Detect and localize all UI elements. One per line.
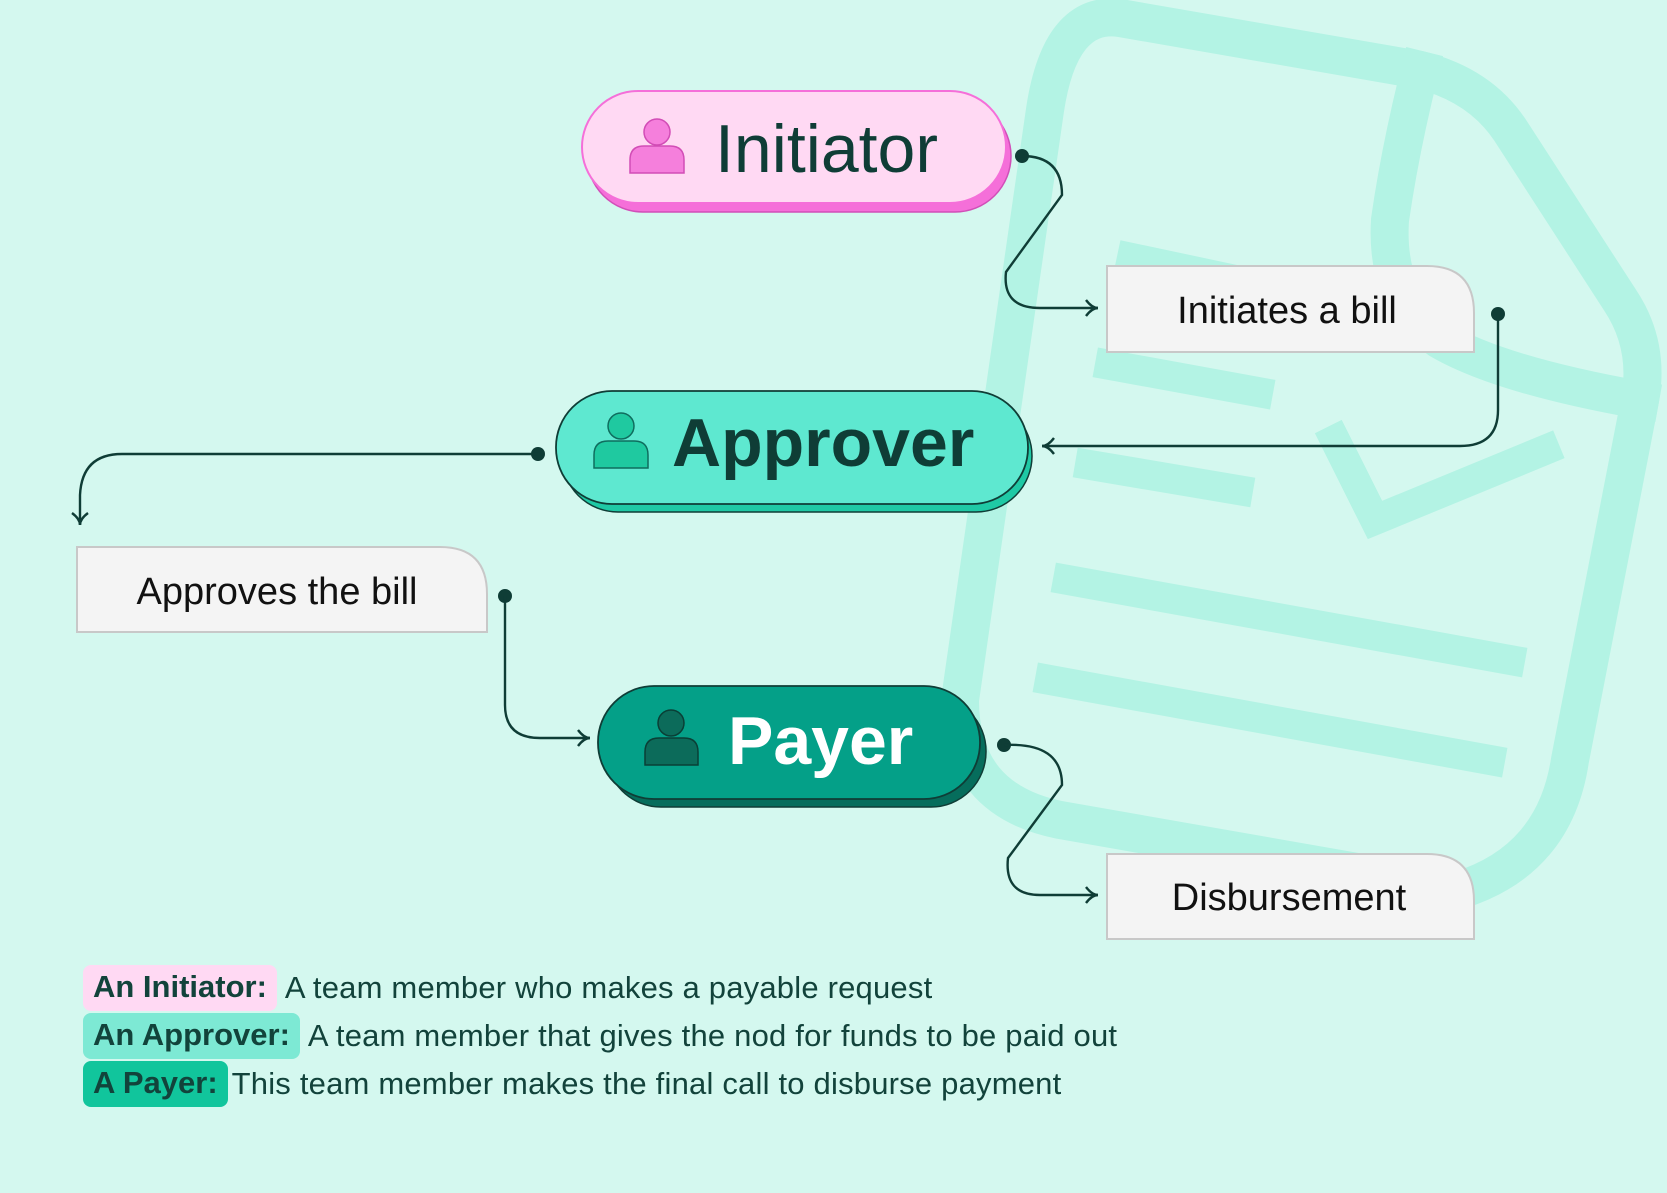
- action-label-initiates: Initiates a bill: [1177, 290, 1397, 332]
- legend-item-payer: A Payer: This team member makes the fina…: [83, 1061, 1061, 1107]
- legend-term: An Approver:: [83, 1013, 300, 1059]
- document-watermark-icon: [940, 0, 1663, 910]
- action-box-approves: Approves the bill: [76, 546, 488, 633]
- role-node-payer: Payer: [597, 685, 987, 808]
- legend-term: A Payer:: [83, 1061, 228, 1107]
- person-icon: [593, 412, 649, 469]
- connectors: [71, 149, 1505, 904]
- pill-face: [597, 685, 981, 800]
- pill-face: [555, 390, 1029, 505]
- person-icon: [644, 709, 699, 766]
- legend-definition: A team member who makes a payable reques…: [284, 970, 933, 1005]
- legend-definition: This team member makes the final call to…: [231, 1066, 1062, 1101]
- connector-payer-to-disbursement: [1003, 743, 1099, 904]
- role-node-approver: Approver: [555, 390, 1033, 513]
- action-box-initiates: Initiates a bill: [1106, 265, 1475, 353]
- legend-item-approver: An Approver: A team member that gives th…: [83, 1013, 1117, 1059]
- legend-definition: A team member that gives the nod for fun…: [307, 1018, 1118, 1053]
- action-box-disbursement: Disbursement: [1106, 853, 1475, 940]
- legend-term: An Initiator:: [83, 965, 277, 1011]
- action-label-approves: Approves the bill: [137, 571, 418, 613]
- person-icon: [629, 118, 685, 174]
- role-label-initiator: Initiator: [715, 111, 938, 187]
- connector-approver-to-approves: [71, 452, 538, 526]
- role-node-initiator: Initiator: [581, 90, 1012, 213]
- connector-initiates-to-approver: [1041, 314, 1500, 455]
- action-label-disbursement: Disbursement: [1172, 877, 1407, 919]
- role-label-payer: Payer: [728, 703, 913, 779]
- connector-initiator-to-initiates: [1004, 154, 1099, 317]
- legend-item-initiator: An Initiator: A team member who makes a …: [83, 965, 932, 1011]
- connector-approves-to-payer: [503, 596, 591, 747]
- pill-face: [581, 90, 1007, 204]
- role-label-approver: Approver: [672, 405, 974, 481]
